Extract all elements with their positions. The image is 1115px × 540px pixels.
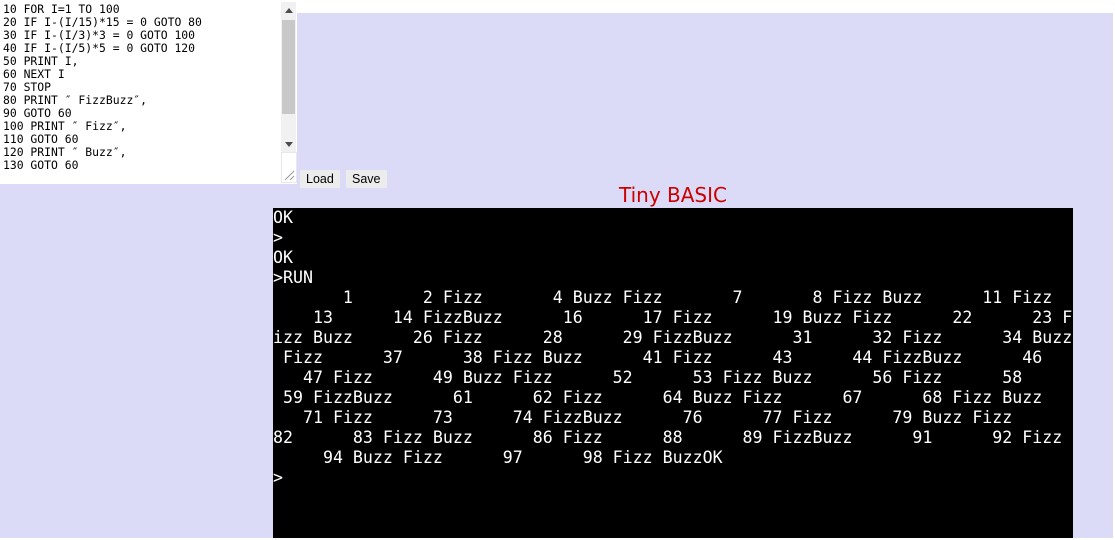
- resize-grip-icon: [284, 170, 295, 181]
- scrollbar-thumb[interactable]: [282, 20, 295, 114]
- app-title: Tiny BASIC: [619, 183, 727, 207]
- load-button[interactable]: Load: [300, 170, 340, 188]
- textarea-resize-grip[interactable]: [281, 152, 297, 183]
- editor-scrollbar[interactable]: [281, 2, 296, 152]
- scrollbar-down-button[interactable]: [281, 136, 296, 152]
- triangle-down-icon: [284, 141, 293, 147]
- terminal-output: OK > OK >RUN 1 2 Fizz 4 Buzz Fizz 7 8 Fi…: [273, 208, 1073, 487]
- code-editor[interactable]: 10 FOR I=1 TO 100 20 IF I-(I/15)*15 = 0 …: [0, 0, 297, 184]
- terminal-screen[interactable]: OK > OK >RUN 1 2 Fizz 4 Buzz Fizz 7 8 Fi…: [273, 208, 1073, 538]
- triangle-up-icon: [284, 7, 293, 13]
- scrollbar-up-button[interactable]: [281, 2, 296, 18]
- save-button[interactable]: Save: [346, 170, 387, 188]
